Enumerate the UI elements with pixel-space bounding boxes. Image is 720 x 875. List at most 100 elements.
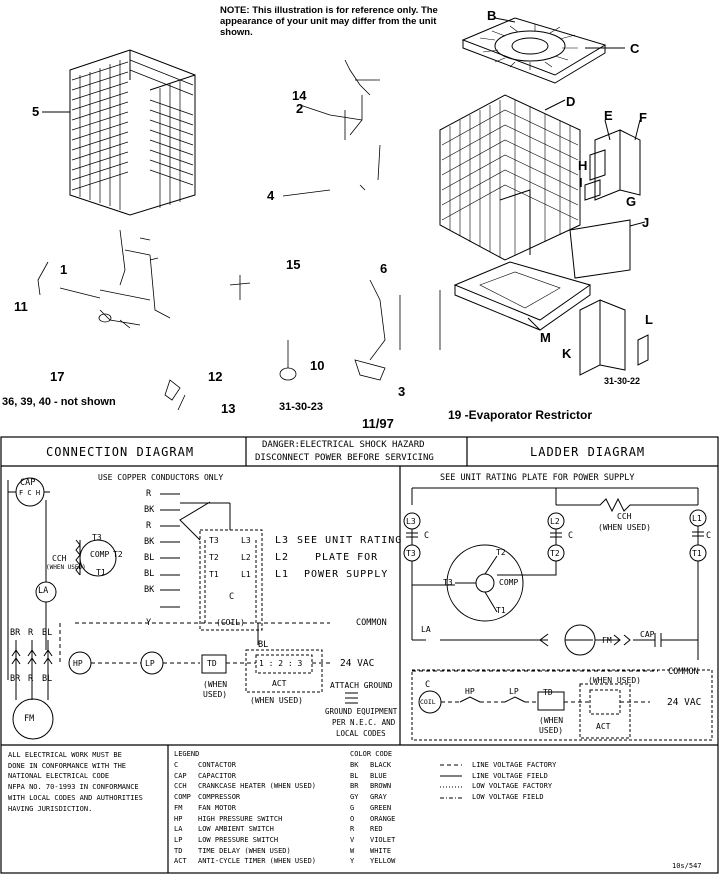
callout-13: 13 <box>221 401 236 416</box>
contactor-t3: T3 <box>209 536 219 545</box>
contactor-coil: (COIL) <box>216 618 245 627</box>
danger-line1: DANGER:ELECTRICAL SHOCK HAZARD <box>262 440 425 450</box>
legend-title: LEGEND <box>174 750 200 758</box>
ladder-c-1: C <box>424 531 430 541</box>
td-used: USED) <box>203 690 228 699</box>
cch-label: CCH <box>52 554 67 563</box>
ladder-cap: CAP <box>640 630 655 639</box>
revision-date: 11/97 <box>362 416 394 431</box>
wire-bl-2: BL <box>144 569 155 579</box>
wire-br-bottom: BR <box>10 674 21 684</box>
ladder-t2: T2 <box>550 549 560 558</box>
contactor-l1: L1 <box>241 570 251 579</box>
callout-f: F <box>639 110 647 125</box>
callout-j: J <box>642 215 650 230</box>
callout-d: D <box>566 94 576 109</box>
legend-desc: TIME DELAY (WHEN USED) <box>198 846 291 855</box>
callout-11: 11 <box>14 299 28 314</box>
note-line: NFPA NO. 70-1993 IN CONFORMANCE <box>8 783 139 792</box>
attach-ground: ATTACH GROUND <box>330 681 393 690</box>
legend-desc: ANTI-CYCLE TIMER (WHEN USED) <box>198 857 317 866</box>
ladder-cch-when: (WHEN USED) <box>598 523 651 532</box>
callout-6: 6 <box>380 261 388 276</box>
color-code: G <box>350 803 355 812</box>
contactor-t1: T1 <box>209 570 219 579</box>
ladder-td: TD <box>543 688 553 697</box>
legend-descriptions: CONTACTOR CAPACITOR CRANKCASE HEATER (WH… <box>198 760 316 867</box>
connection-diagram-title: CONNECTION DIAGRAM <box>46 445 195 459</box>
callout-15: 15 <box>286 257 301 272</box>
legend-desc: LOW AMBIENT SWITCH <box>198 825 274 834</box>
ground-line2: PER N.E.C. AND <box>332 718 396 727</box>
conn-plate-for: PLATE FOR <box>315 552 379 563</box>
ground-line3: LOCAL CODES <box>336 729 386 738</box>
conn-l3: L3 <box>275 535 290 546</box>
wire-y: Y <box>146 618 152 628</box>
not-shown-note: 36, 39, 40 - not shown <box>2 396 116 408</box>
compressor-piping <box>37 229 171 329</box>
legend-code: COMP <box>174 793 191 802</box>
ladder-c-3: C <box>706 531 712 541</box>
ladder-act: ACT <box>596 722 611 731</box>
callout-g: G <box>626 194 637 209</box>
contactor-l2: L2 <box>241 553 251 562</box>
exploded-view-drawing <box>37 17 649 411</box>
comp-t3: T3 <box>92 533 102 542</box>
td-when: (WHEN <box>203 680 228 689</box>
evaporator-restrictor-label: 19 -Evaporator Restrictor <box>448 408 593 422</box>
hp-label: HP <box>73 659 83 668</box>
wire-bk-2: BK <box>144 537 155 547</box>
cap-terminals: F C H <box>19 489 41 497</box>
top-grille-c <box>461 17 625 84</box>
ladder-la: LA <box>421 625 431 634</box>
figure-code-left: 31-30-23 <box>279 401 324 413</box>
connection-wiring <box>7 477 358 740</box>
misc-parts <box>164 275 441 411</box>
danger-line2: DISCONNECT POWER BEFORE SERVICING <box>255 453 434 463</box>
color-name: BLACK <box>370 761 392 769</box>
ladder-t3: T3 <box>406 549 416 558</box>
color-code: V <box>350 835 355 844</box>
callout-2: 2 <box>296 101 304 116</box>
contactor-t2: T2 <box>209 553 219 562</box>
wire-r-bottom: R <box>28 674 34 684</box>
base-pan-m <box>453 261 592 331</box>
ladder-diagram-title: LADDER DIAGRAM <box>530 445 646 459</box>
act-terminals: 1 : 2 : 3 <box>259 659 303 668</box>
legend-desc: CAPACITOR <box>198 771 236 780</box>
ladder-c-coil: C <box>425 680 431 690</box>
color-code: R <box>350 825 355 834</box>
ladder-l2: L2 <box>550 517 560 526</box>
legend-code: ACT <box>174 857 187 866</box>
wire-bl-bottom: BL <box>42 674 53 684</box>
legend-desc: FAN MOTOR <box>198 803 236 812</box>
color-code: O <box>350 814 355 823</box>
ladder-comp-t1: T1 <box>496 606 506 615</box>
wire-r-top: R <box>28 628 34 638</box>
contactor-l3: L3 <box>241 536 251 545</box>
ladder-fm: FM <box>602 636 612 645</box>
cap-label: CAP <box>20 478 36 488</box>
ladder-td-when: (WHEN <box>539 716 564 725</box>
wire-bl-1: BL <box>144 553 155 563</box>
legend-code: HP <box>174 814 183 823</box>
legend-code: CCH <box>174 782 187 791</box>
color-code-title: COLOR CODE <box>350 750 393 758</box>
conn-l2: L2 <box>275 552 290 563</box>
line-type: LOW VOLTAGE FIELD <box>472 793 544 802</box>
wire-r-1: R <box>146 489 152 499</box>
figure-code-right: 31-30-22 <box>604 376 641 386</box>
note-line: DONE IN CONFORMANCE WITH THE <box>8 761 127 770</box>
legend-code: C <box>174 761 179 769</box>
line-type: LOW VOLTAGE FACTORY <box>472 782 553 791</box>
coil-guard-5 <box>42 49 196 216</box>
ladder-comp-t3: T3 <box>443 578 453 587</box>
control-box-parts <box>584 119 641 201</box>
ladder-l1: L1 <box>692 514 702 523</box>
callout-e: E <box>604 108 613 123</box>
ladder-l3: L3 <box>406 517 416 526</box>
legend-desc: CONTACTOR <box>198 761 236 769</box>
color-name: BLUE <box>370 771 387 780</box>
